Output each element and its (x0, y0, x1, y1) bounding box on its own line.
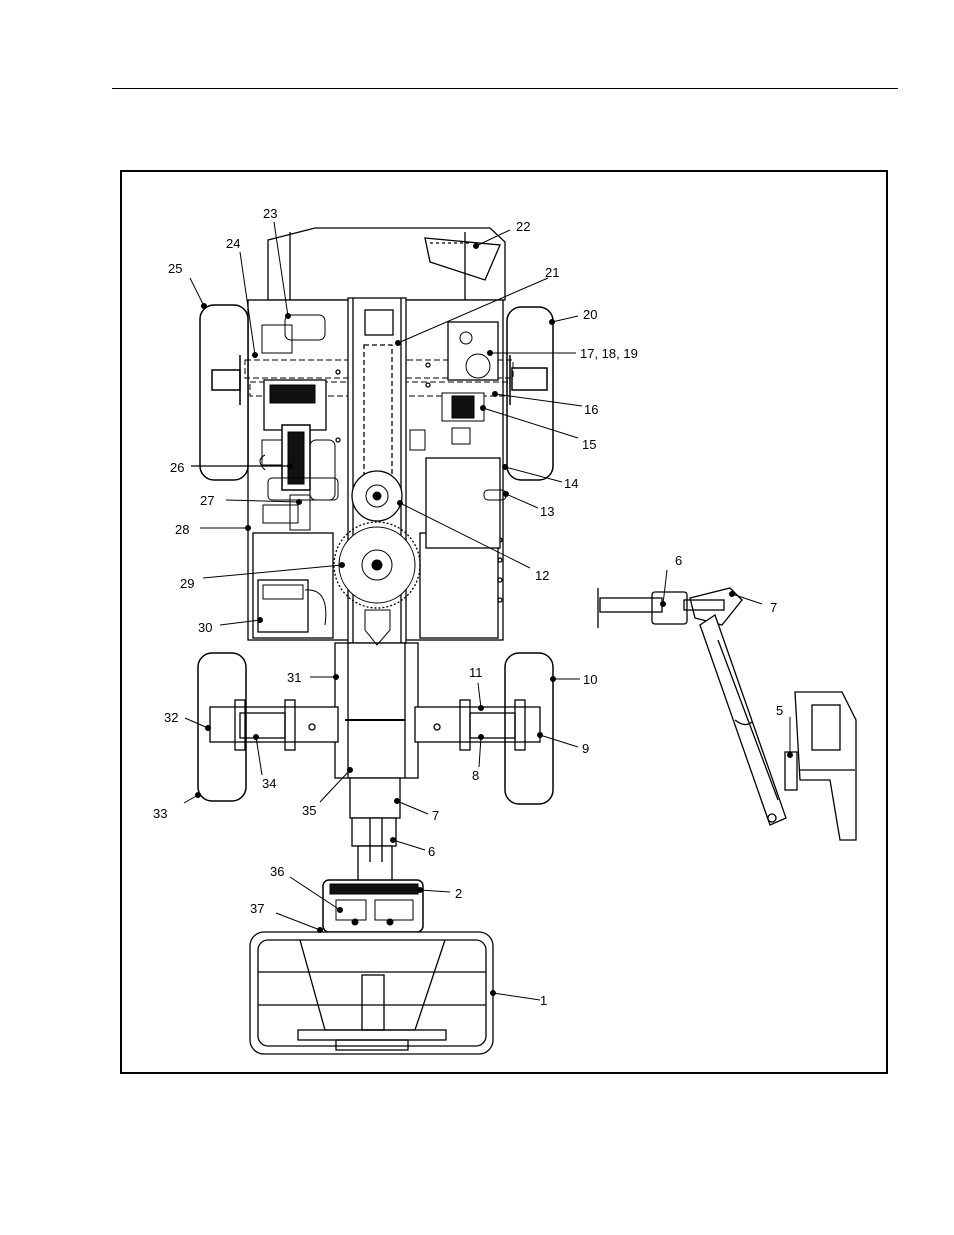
callout-6-side-view: 6 (675, 553, 682, 568)
callout-16: 16 (584, 402, 598, 417)
figure-frame (120, 170, 888, 1074)
machine-drawing (197, 227, 857, 1055)
rear-shroud (267, 227, 506, 301)
callout-33: 33 (153, 806, 167, 821)
callout-9: 9 (582, 741, 589, 756)
platform-control-box (322, 879, 424, 933)
turntable-gear (333, 470, 421, 646)
callout-10: 10 (583, 672, 597, 687)
callout-21: 21 (545, 265, 559, 280)
callout-11: 11 (469, 665, 483, 680)
callout-36: 36 (270, 864, 284, 879)
callout-labels: 1 2 5 6 6 7 7 8 9 10 11 12 13 14 15 16 1… (153, 206, 783, 1008)
callout-29: 29 (180, 576, 194, 591)
side-view-inset (597, 587, 857, 841)
hydraulic-components (409, 321, 507, 549)
callout-35: 35 (302, 803, 316, 818)
front-left-wheel (197, 652, 247, 802)
header-rule (112, 88, 898, 89)
callout-12: 12 (535, 568, 549, 583)
callout-14: 14 (564, 476, 578, 491)
callout-28: 28 (175, 522, 189, 537)
callout-6: 6 (428, 844, 435, 859)
callout-25: 25 (168, 261, 182, 276)
callout-31: 31 (287, 670, 301, 685)
callout-20: 20 (583, 307, 597, 322)
callout-7: 7 (432, 808, 439, 823)
callout-2: 2 (455, 886, 462, 901)
front-right-wheel (504, 652, 554, 805)
callout-8: 8 (472, 768, 479, 783)
callout-1: 1 (540, 993, 547, 1008)
callout-17-18-19: 17, 18, 19 (580, 346, 638, 361)
rear-right-wheel (506, 306, 554, 481)
callout-37: 37 (250, 901, 264, 916)
battery-box (257, 579, 327, 633)
callout-23: 23 (263, 206, 277, 221)
engine (259, 314, 339, 531)
callout-7-side-view: 7 (770, 600, 777, 615)
leader-lines (183, 221, 793, 1001)
callout-24: 24 (226, 236, 240, 251)
callout-26: 26 (170, 460, 184, 475)
callout-27: 27 (200, 493, 214, 508)
callout-15: 15 (582, 437, 596, 452)
front-axle (209, 699, 541, 751)
callout-30: 30 (198, 620, 212, 635)
callout-32: 32 (164, 710, 178, 725)
callout-5: 5 (776, 703, 783, 718)
callout-34: 34 (262, 776, 276, 791)
callout-22: 22 (516, 219, 530, 234)
platform-basket (249, 931, 494, 1055)
callout-13: 13 (540, 504, 554, 519)
rear-left-wheel (199, 304, 249, 481)
